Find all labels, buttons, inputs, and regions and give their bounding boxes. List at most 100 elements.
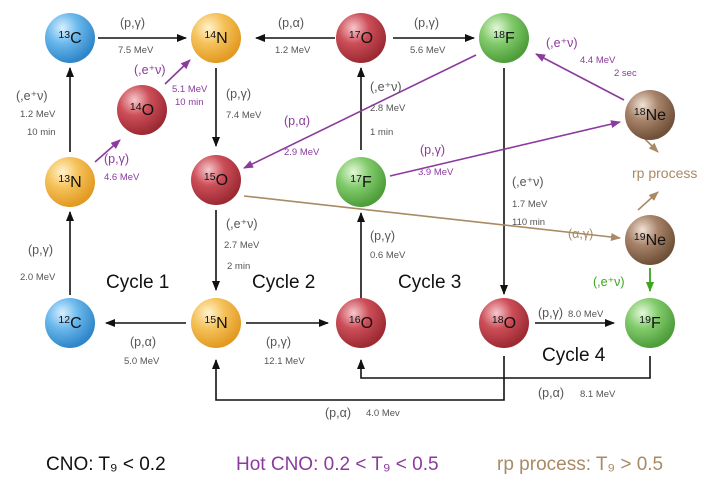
arrows-hot-cno: [94, 53, 625, 177]
nucleus-c12-mass: 12: [58, 314, 70, 326]
nucleus-f18-symbol: F: [505, 30, 515, 47]
label-f17-o17-reaction: (,e⁺ν): [370, 80, 402, 94]
label-o17-n14-reaction: (p,α): [278, 16, 304, 30]
nucleus-c13: 13C: [45, 13, 95, 63]
nucleus-o17-label: 17O: [349, 29, 373, 47]
legend-hot-cno: Hot CNO: 0.2 < T₉ < 0.5: [236, 454, 439, 475]
label-o16-f17-energy: 0.6 MeV: [370, 250, 406, 261]
reaction-labels: (p,γ) 7.5 MeV (p,α) 1.2 MeV (p,γ) 5.6 Me…: [16, 16, 637, 420]
label-ne18-f18-reaction: (,e⁺ν): [546, 36, 578, 50]
label-ne18-f18-time: 2 sec: [614, 68, 637, 79]
nucleus-o18-label: 18O: [492, 314, 516, 332]
label-o15-n15-energy: 2.7 MeV: [224, 240, 260, 251]
label-c13-n14-energy: 7.5 MeV: [118, 45, 154, 56]
label-o15-n15-time: 2 min: [227, 261, 250, 272]
nucleus-f19-mass: 19: [639, 314, 651, 326]
nucleus-o16: 16O: [336, 298, 386, 348]
nucleus-n13-mass: 13: [58, 173, 70, 185]
nucleus-o17: 17O: [336, 13, 386, 63]
label-f17-ne18-reaction: (p,γ): [420, 143, 445, 157]
legend-cno: CNO: T₉ < 0.2: [46, 454, 166, 475]
nucleus-f17-mass: 17: [350, 173, 362, 185]
nucleus-o18: 18O: [479, 298, 529, 348]
nucleus-o18-mass: 18: [492, 314, 504, 326]
nucleus-c13-mass: 13: [58, 29, 70, 41]
arrow-ne18-f18: [535, 53, 625, 101]
nucleus-ne18: 18Ne: [625, 90, 675, 140]
label-f18-o15-energy: 2.9 MeV: [284, 147, 320, 158]
nucleus-ne19: 19Ne: [625, 215, 675, 265]
nucleus-o15-mass: 15: [204, 171, 216, 183]
nucleus-o14-label: 14O: [130, 101, 154, 119]
nucleus-n13-symbol: N: [70, 174, 82, 191]
label-f18-o15-reaction: (p,α): [284, 114, 310, 128]
nucleus-n14-symbol: N: [216, 30, 228, 47]
nucleus-c12-label: 12C: [58, 314, 81, 332]
nucleus-o15: 15O: [191, 155, 241, 205]
nucleus-ne19-label: 19Ne: [634, 231, 666, 249]
arrow-n13-o14: [94, 139, 121, 163]
nucleus-ne18-circle: [625, 90, 675, 140]
cycle-labels: Cycle 1 Cycle 2 Cycle 3 Cycle 4: [106, 272, 606, 366]
nucleus-n15-symbol: N: [216, 315, 228, 332]
label-o18-f19-reaction: (p,γ): [538, 306, 563, 320]
nucleus-n15-label: 15N: [204, 314, 227, 332]
label-o18-n15-reaction: (p,α): [325, 406, 351, 420]
label-o14-n14-time: 10 min: [175, 97, 204, 108]
nucleus-o18-symbol: O: [504, 315, 516, 332]
label-o17-f18-energy: 5.6 MeV: [410, 45, 446, 56]
label-o18-f19-energy: 8.0 MeV: [568, 309, 604, 320]
nucleus-o16-circle: [336, 298, 386, 348]
label-o18-n15-energy: 4.0 Mev: [366, 408, 400, 419]
nucleus-f18: 18F: [479, 13, 529, 63]
nucleus-o15-label: 15O: [204, 171, 228, 189]
nucleus-f19-circle: [625, 298, 675, 348]
arrow-ne19-rp: [637, 191, 659, 211]
nucleus-n13: 13N: [45, 157, 95, 207]
nucleus-ne19-symbol: Ne: [646, 232, 667, 249]
label-n14-o15-energy: 7.4 MeV: [226, 110, 262, 121]
label-o15-ne19-reaction: (α,γ): [568, 227, 593, 241]
nucleus-ne19-circle: [625, 215, 675, 265]
nucleus-o16-label: 16O: [349, 314, 373, 332]
nucleus-n15-circle: [191, 298, 241, 348]
cycle-2-label: Cycle 2: [252, 272, 315, 293]
label-o14-n14-energy: 5.1 MeV: [172, 84, 208, 95]
nucleus-o16-symbol: O: [361, 315, 373, 332]
label-n13-c13-energy: 1.2 MeV: [20, 109, 56, 120]
nucleus-n15-mass: 15: [204, 314, 216, 326]
nucleus-n14-mass: 14: [204, 29, 216, 41]
nucleus-ne18-mass: 18: [634, 106, 646, 118]
label-o16-f17-reaction: (p,γ): [370, 229, 395, 243]
nucleus-c12-symbol: C: [70, 315, 82, 332]
label-f18-o18-reaction: (,e⁺ν): [512, 175, 544, 189]
label-f19-o16-reaction: (p,α): [538, 386, 564, 400]
label-ne19-f19-reaction: (,e⁺ν): [593, 275, 625, 289]
label-c12-n13-energy: 2.0 MeV: [20, 272, 56, 283]
nucleus-o15-circle: [191, 155, 241, 205]
label-n13-c13-reaction: (,e⁺ν): [16, 89, 48, 103]
nucleus-o17-symbol: O: [361, 30, 373, 47]
label-n13-o14-reaction: (p,γ): [104, 152, 129, 166]
legend: CNO: T₉ < 0.2 Hot CNO: 0.2 < T₉ < 0.5 rp…: [46, 454, 663, 475]
label-n15-c12-energy: 5.0 MeV: [124, 356, 160, 367]
rp-process-label: rp process: [632, 165, 697, 181]
label-c12-n13-reaction: (p,γ): [28, 243, 53, 257]
nucleus-o14: 14O: [117, 85, 167, 135]
arrow-o18-n15: [212, 356, 505, 401]
label-n15-c12-reaction: (p,α): [130, 335, 156, 349]
label-o15-n15-reaction: (,e⁺ν): [226, 217, 258, 231]
label-n13-o14-energy: 4.6 MeV: [104, 172, 140, 183]
label-f17-ne18-energy: 3.9 MeV: [418, 167, 454, 178]
nucleus-o16-mass: 16: [349, 314, 361, 326]
nucleus-n15: 15N: [191, 298, 241, 348]
legend-rp-process: rp process: T₉ > 0.5: [497, 454, 663, 475]
nucleus-n14-label: 14N: [204, 29, 227, 47]
label-o14-n14-reaction: (,e⁺ν): [134, 63, 166, 77]
nucleus-c13-label: 13C: [58, 29, 81, 47]
label-c13-n14-reaction: (p,γ): [120, 16, 145, 30]
nucleus-f19-label: 19F: [639, 314, 661, 332]
